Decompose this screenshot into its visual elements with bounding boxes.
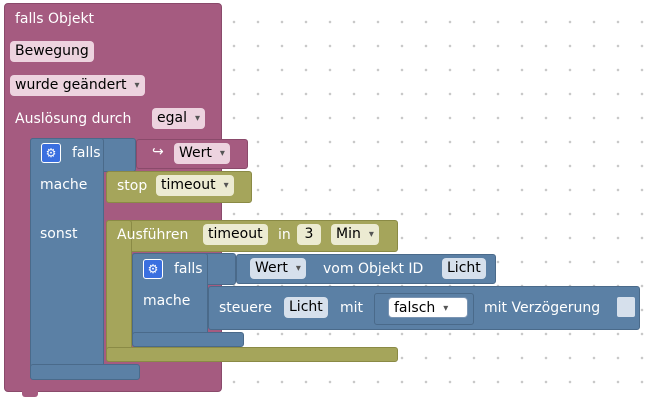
unit-dropdown[interactable]: Min [331,224,379,245]
outer-if-spine [30,138,104,379]
delay-label: mit Verzögerung [484,300,601,316]
outer-if-footer [30,364,140,380]
cause-dropdown[interactable]: egal [152,108,205,129]
in-label: in [278,227,291,243]
false-dropdown[interactable]: falsch [388,297,468,318]
gear-icon[interactable]: ⚙ [143,259,163,279]
stop-timer-dropdown[interactable]: timeout [156,175,234,196]
run-block-spine [106,220,132,362]
delay-checkbox[interactable] [617,297,635,317]
object-label: vom Objekt ID [323,261,424,277]
value-dropdown[interactable]: Wert [250,258,306,279]
event-field[interactable]: Bewegung [10,41,94,62]
cause-label: Auslösung durch [15,111,132,127]
control-object-field[interactable]: Licht [284,297,328,318]
with-label: mit [340,300,364,316]
inner-if-label: falls [174,261,203,277]
run-timer-field[interactable]: timeout [203,224,268,245]
inner-do-label: mache [143,293,191,309]
outer-if-label: falls [72,145,101,161]
trigger-bottom-notch [22,390,38,397]
amount-field[interactable]: 3 [297,224,321,245]
outer-do-label: mache [40,177,88,193]
outer-else-label: sonst [40,226,78,242]
run-label: Ausführen [117,227,189,243]
gear-icon[interactable]: ⚙ [41,143,61,163]
run-block-footer [106,347,398,362]
inner-if-footer [132,332,244,347]
condition-dropdown[interactable]: Wert [174,143,230,164]
return-arrow-icon: ↪ [152,144,164,160]
trigger-title: falls Objekt [15,11,95,27]
stop-label: stop [117,178,148,194]
change-dropdown[interactable]: wurde geändert [10,75,145,96]
control-label: steuere [219,300,272,316]
object-id-field[interactable]: Licht [442,258,486,279]
